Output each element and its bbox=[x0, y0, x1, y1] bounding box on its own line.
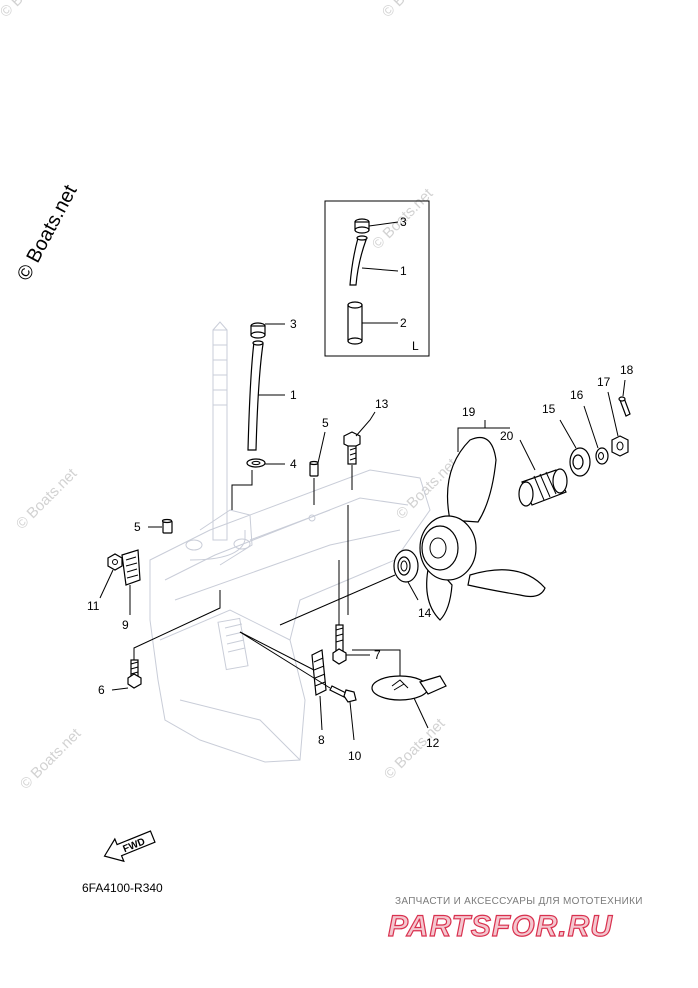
nut-11 bbox=[99, 553, 123, 599]
callout-inset-3: 3 bbox=[400, 215, 407, 229]
callout-10: 10 bbox=[348, 749, 362, 763]
callout-12: 12 bbox=[426, 736, 440, 750]
brand-logo: ЗАПЧАСТИ И АКСЕССУАРЫ ДЛЯ МОТОТЕХНИКИ PA… bbox=[387, 896, 643, 944]
dowel-pin-5-left bbox=[148, 518, 173, 534]
spacer-20 bbox=[518, 439, 568, 507]
brand-name: PARTSFOR.RU bbox=[388, 910, 613, 943]
nut-17 bbox=[607, 391, 629, 457]
bracket-8 bbox=[239, 631, 327, 731]
anode-12 bbox=[352, 649, 447, 729]
diagram-reference-code: 6FA4100-R340 bbox=[82, 881, 163, 895]
washer-15 bbox=[559, 419, 591, 477]
anode-bolt-13 bbox=[343, 411, 376, 490]
forward-arrow-icon: FWD bbox=[103, 830, 156, 863]
callout-19: 19 bbox=[462, 405, 476, 419]
inset-variant-box: L bbox=[324, 200, 430, 357]
callout-14: 14 bbox=[418, 606, 432, 620]
callout-6: 6 bbox=[98, 683, 105, 697]
forward-arrow-label: FWD bbox=[122, 836, 147, 855]
propeller-19 bbox=[419, 420, 546, 621]
callout-5-left: 5 bbox=[134, 520, 141, 534]
callout-8: 8 bbox=[318, 733, 325, 747]
thrust-washer-14 bbox=[279, 549, 419, 626]
watermark-main: © Boats.net bbox=[13, 181, 82, 284]
callout-9: 9 bbox=[122, 618, 129, 632]
callout-16: 16 bbox=[570, 388, 584, 402]
callout-13: 13 bbox=[375, 397, 389, 411]
watermark-top-left: © Boats.net bbox=[0, 0, 65, 21]
bolt-10 bbox=[239, 631, 357, 741]
callout-4: 4 bbox=[290, 457, 297, 471]
callout-labels: 3 1 2 3 1 4 13 5 5 19 20 15 16 17 18 11 … bbox=[87, 215, 634, 763]
bolt-7 bbox=[332, 505, 370, 665]
callout-inset-1: 1 bbox=[400, 264, 407, 278]
watermark-top-right: © Boats.net bbox=[379, 0, 447, 21]
bracket-9 bbox=[121, 549, 141, 615]
callout-20: 20 bbox=[500, 429, 514, 443]
washer-16 bbox=[583, 405, 609, 465]
water-tube-assembly bbox=[231, 322, 285, 510]
callout-1: 1 bbox=[290, 388, 297, 402]
bolt-6 bbox=[111, 590, 221, 691]
watermark-mid-left: © Boats.net bbox=[13, 465, 81, 533]
callout-15: 15 bbox=[542, 402, 556, 416]
inset-variant-label: L bbox=[412, 339, 419, 353]
drive-shaft bbox=[212, 321, 228, 541]
watermark-group: © Boats.net © Boats.net © Boats.net © Bo… bbox=[0, 0, 461, 793]
callout-inset-2: 2 bbox=[400, 316, 407, 330]
cotter-pin-18 bbox=[618, 379, 631, 417]
callout-3: 3 bbox=[290, 317, 297, 331]
lower-unit-housing bbox=[149, 469, 431, 763]
dowel-pin-5-top bbox=[309, 431, 326, 505]
callout-5-top: 5 bbox=[322, 416, 329, 430]
brand-tagline: ЗАПЧАСТИ И АКСЕССУАРЫ ДЛЯ МОТОТЕХНИКИ bbox=[395, 896, 643, 907]
callout-11: 11 bbox=[87, 599, 100, 613]
callout-17: 17 bbox=[597, 375, 611, 389]
watermark-low-left: © Boats.net bbox=[17, 725, 85, 793]
callout-7: 7 bbox=[374, 648, 381, 662]
callout-18: 18 bbox=[620, 363, 634, 377]
